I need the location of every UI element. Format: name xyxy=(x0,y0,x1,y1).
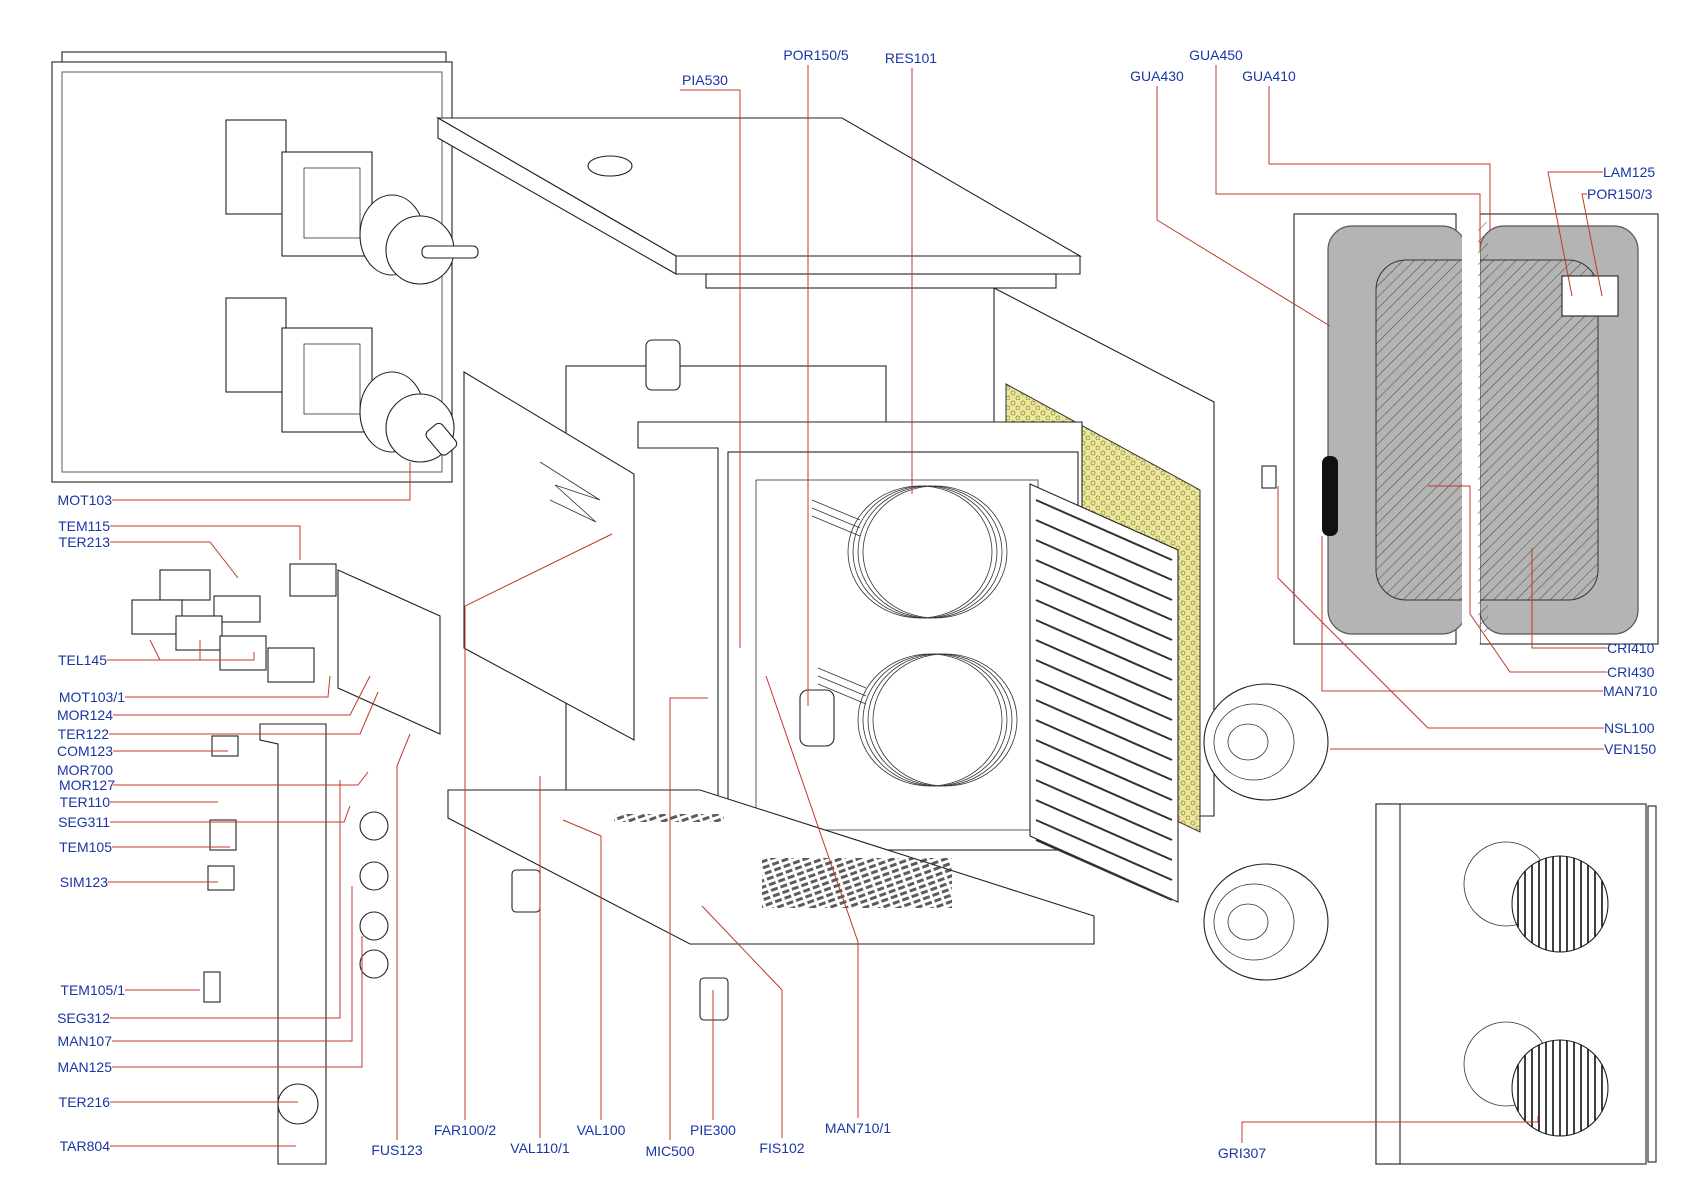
motor-lower xyxy=(281,327,458,463)
control-panel xyxy=(259,723,389,1165)
label-SEG311: SEG311 xyxy=(58,814,110,830)
label-PIA530: PIA530 xyxy=(682,72,728,88)
leader-line xyxy=(113,771,369,786)
leader-line xyxy=(701,905,783,1138)
leader-line xyxy=(1268,86,1491,230)
leader-line xyxy=(110,805,351,823)
label-MAN710: MAN710 xyxy=(1603,683,1658,699)
label-FIS102: FIS102 xyxy=(759,1140,805,1156)
label-GRI307: GRI307 xyxy=(1217,1145,1267,1161)
label-TER213: TER213 xyxy=(58,534,110,550)
label-RES101: RES101 xyxy=(884,50,938,66)
top-lid xyxy=(435,117,1083,289)
leader-line xyxy=(109,691,379,735)
label-CRI410: CRI410 xyxy=(1607,640,1655,656)
leader-line xyxy=(1156,86,1331,327)
leader-line xyxy=(110,525,301,560)
label-TEL145: TEL145 xyxy=(57,652,107,668)
label-TEM105: TEM105 xyxy=(59,839,112,855)
motor-upper xyxy=(281,151,479,285)
label-LAM125: LAM125 xyxy=(1603,164,1656,180)
label-VEN150: VEN150 xyxy=(1604,741,1657,757)
oven-body xyxy=(463,287,1215,851)
label-MOR127: MOR127 xyxy=(58,777,115,793)
label-TER216: TER216 xyxy=(58,1094,110,1110)
leader-line xyxy=(669,697,708,1140)
leader-line xyxy=(125,675,331,698)
blower-fan-lower xyxy=(1203,863,1329,981)
label-POR150-5: POR150/5 xyxy=(783,47,849,63)
leader-line xyxy=(112,936,363,1068)
label-GUA410: GUA410 xyxy=(1242,68,1296,84)
leader-line xyxy=(110,780,341,1019)
label-GUA450: GUA450 xyxy=(1189,47,1243,63)
leader-line xyxy=(112,462,411,501)
leader-line xyxy=(1321,536,1603,692)
label-MIC500: MIC500 xyxy=(645,1143,695,1159)
relay-components xyxy=(131,563,337,1003)
label-TER122: TER122 xyxy=(57,726,109,742)
leader-line xyxy=(107,652,255,661)
back-panel-grilles xyxy=(1375,803,1657,1165)
label-FUS123: FUS123 xyxy=(371,1142,423,1158)
label-POR150-3: POR150/3 xyxy=(1587,186,1653,202)
electrical-board xyxy=(337,569,441,735)
label-MAN107: MAN107 xyxy=(57,1033,112,1049)
fan-guard xyxy=(1029,483,1179,903)
label-PIE300: PIE300 xyxy=(690,1122,736,1138)
leader-line xyxy=(1547,171,1603,297)
foot-right xyxy=(699,977,729,1021)
label-MOT103: MOT103 xyxy=(57,492,112,508)
label-TEM105-1: TEM105/1 xyxy=(60,982,125,998)
leader-line xyxy=(1428,485,1607,673)
leader-line xyxy=(1531,548,1607,649)
foot-left xyxy=(511,869,541,913)
blower-fan-upper xyxy=(1203,683,1329,801)
label-GUA430: GUA430 xyxy=(1130,68,1184,84)
label-COM123: COM123 xyxy=(56,743,113,759)
leader-line xyxy=(680,89,741,648)
label-TER110: TER110 xyxy=(59,794,110,810)
label-MAN710-1: MAN710/1 xyxy=(824,1120,892,1136)
label-VAL100: VAL100 xyxy=(576,1122,626,1138)
leader-line xyxy=(1241,1116,1539,1143)
base-tray xyxy=(447,789,1095,945)
leader-line xyxy=(765,675,859,1118)
leader-line xyxy=(396,733,411,1140)
leader-lines xyxy=(107,65,1607,1147)
leader-line xyxy=(110,541,239,579)
label-SIM123: SIM123 xyxy=(59,874,108,890)
label-CRI430: CRI430 xyxy=(1607,664,1655,680)
label-SEG312: SEG312 xyxy=(57,1010,110,1026)
leader-line xyxy=(107,639,161,661)
leader-line xyxy=(1215,65,1481,252)
label-MOT103-1: MOT103/1 xyxy=(58,689,125,705)
label-TAR804: TAR804 xyxy=(59,1138,110,1154)
label-MOR124: MOR124 xyxy=(56,707,113,723)
heating-element-upper xyxy=(811,485,1008,619)
label-NSL100: NSL100 xyxy=(1604,720,1655,736)
label-TEM115: TEM115 xyxy=(58,518,110,534)
door-inner xyxy=(1261,213,1659,645)
leader-line xyxy=(112,886,353,1042)
leader-line xyxy=(464,533,613,1120)
label-MAN125: MAN125 xyxy=(57,1059,112,1075)
label-MOR700: MOR700 xyxy=(56,762,113,778)
label-VAL110-1: VAL110/1 xyxy=(510,1140,570,1156)
leader-line xyxy=(1581,193,1603,297)
leader-line xyxy=(113,675,371,716)
leader-line xyxy=(562,819,602,1120)
label-FAR100-2: FAR100/2 xyxy=(433,1122,497,1138)
leader-line xyxy=(1277,486,1604,729)
